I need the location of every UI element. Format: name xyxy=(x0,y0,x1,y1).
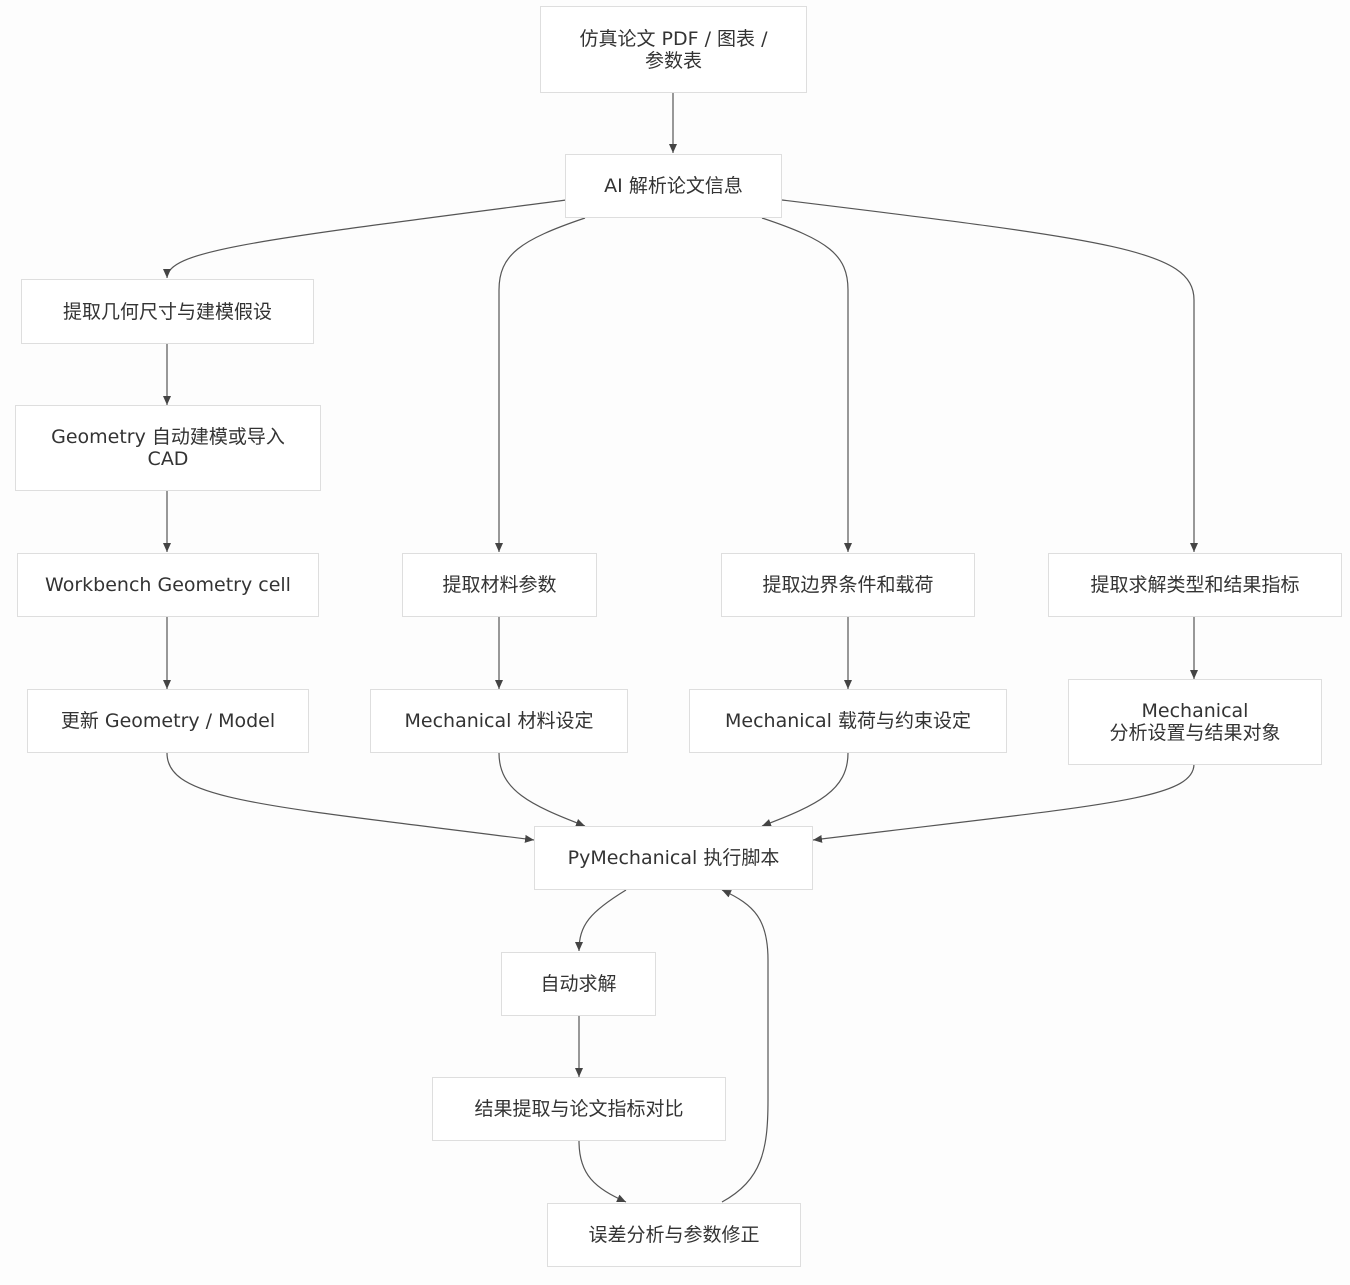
node-error-analysis[interactable]: 误差分析与参数修正 xyxy=(547,1203,801,1267)
node-result-compare[interactable]: 结果提取与论文指标对比 xyxy=(432,1077,726,1141)
edge-bc-set-pymech xyxy=(761,752,849,827)
node-material-extract[interactable]: 提取材料参数 xyxy=(402,553,597,617)
edge-ai-solve-extract xyxy=(781,199,1198,552)
edge-pymech-solve xyxy=(575,889,627,952)
node-workbench-cell[interactable]: Workbench Geometry cell xyxy=(17,553,319,617)
node-pymechanical-script[interactable]: PyMechanical 执行脚本 xyxy=(534,826,813,890)
edge-ai-bc-extract xyxy=(761,217,852,552)
edge-error-pymech xyxy=(721,889,769,1203)
edge-ai-material-extract xyxy=(495,217,586,552)
node-update-model[interactable]: 更新 Geometry / Model xyxy=(27,689,309,753)
edge-solve-set-pymech xyxy=(812,763,1195,843)
node-bc-extract[interactable]: 提取边界条件和载荷 xyxy=(721,553,975,617)
node-ai-parse[interactable]: AI 解析论文信息 xyxy=(565,154,782,218)
node-auto-solve[interactable]: 自动求解 xyxy=(501,952,656,1016)
node-paper-input[interactable]: 仿真论文 PDF / 图表 /参数表 xyxy=(540,6,807,93)
edge-ai-geom-extract xyxy=(163,199,567,279)
edge-update-pymech xyxy=(166,752,535,843)
edge-material-set-pymech xyxy=(498,752,586,827)
node-material-set[interactable]: Mechanical 材料设定 xyxy=(370,689,628,753)
node-bc-set[interactable]: Mechanical 载荷与约束设定 xyxy=(689,689,1007,753)
node-geometry-extract[interactable]: 提取几何尺寸与建模假设 xyxy=(21,279,314,344)
edge-result-error xyxy=(578,1140,627,1203)
node-solve-extract[interactable]: 提取求解类型和结果指标 xyxy=(1048,553,1342,617)
